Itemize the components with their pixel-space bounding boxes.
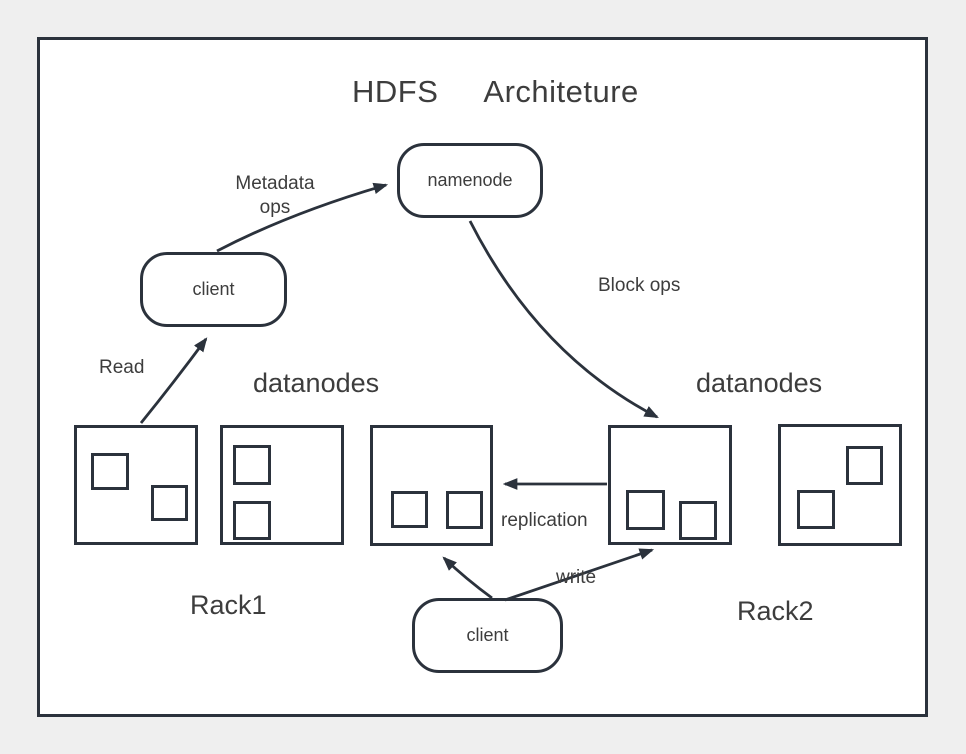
datanodes-label-left: datanodes [253,368,380,398]
block-square [797,490,835,529]
block-square [151,485,188,521]
write-label: write [556,567,597,588]
namenode-node: namenode [397,143,543,218]
client-node-bottom: client [412,598,563,673]
block-square [233,445,271,485]
block-square [626,490,665,530]
block-ops-label: Block ops [598,275,681,296]
block-square [846,446,883,485]
namenode-label: namenode [427,170,513,190]
client-node-top: client [140,252,287,327]
title-hdfs: HDFS [352,74,439,109]
datanode-box-rack1-1 [74,425,198,545]
metadata-ops-label: Metadata ops [235,173,315,219]
block-square [91,453,129,490]
datanode-box-middle [370,425,493,546]
datanode-box-rack2-2 [778,424,902,546]
client-bottom-label: client [466,625,509,645]
datanode-box-rack2-1 [608,425,732,545]
block-square [446,491,483,529]
rack2-label: Rack2 [737,596,814,626]
read-label: Read [99,357,145,378]
title-architecture: Architeture [483,74,639,109]
replication-label: replication [501,510,588,531]
datanode-box-rack1-2 [220,425,344,545]
block-square [679,501,717,540]
rack1-label: Rack1 [190,590,267,620]
block-square [233,501,271,540]
block-square [391,491,428,528]
datanodes-label-right: datanodes [696,368,823,398]
client-top-label: client [192,279,235,299]
diagram-title: HDFS Architeture [352,74,639,110]
